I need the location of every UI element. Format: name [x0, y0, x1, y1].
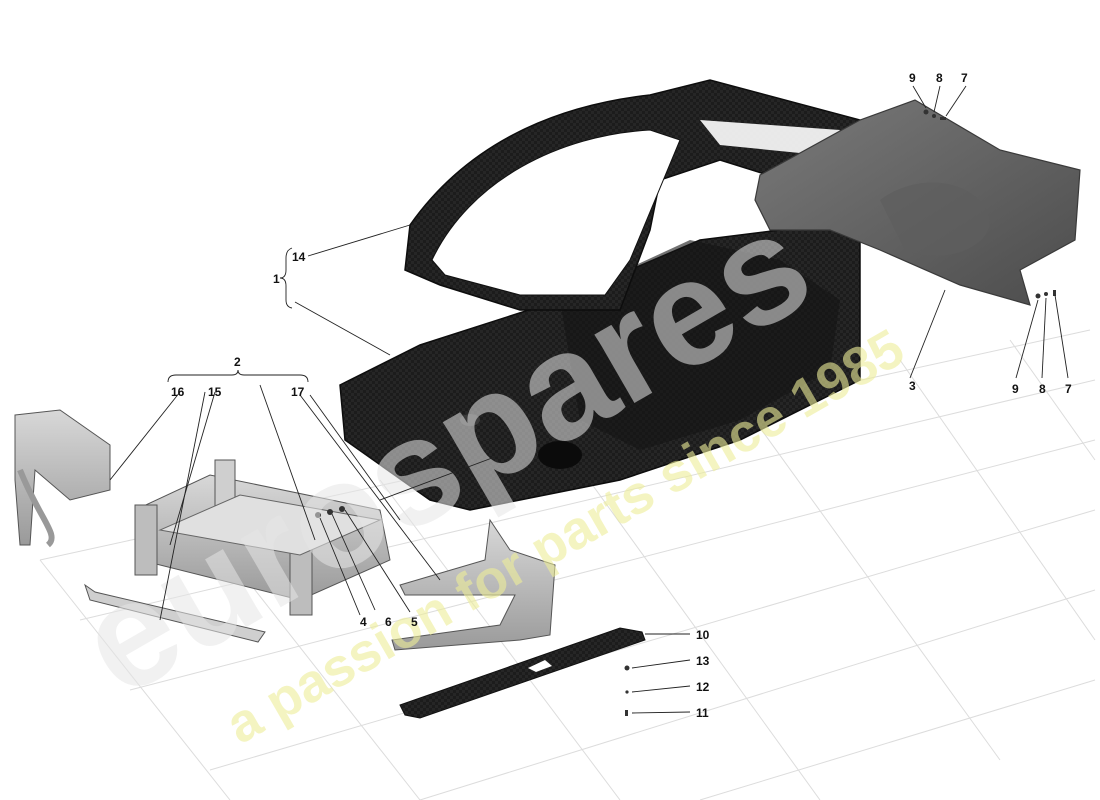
callout-labels: 1 2 3 4 5 6 7 7 8 8 9 9 10 11 12 13 14 1…: [171, 71, 1072, 720]
underfloor-panel: [399, 627, 646, 719]
callout-9-top: 9: [909, 71, 916, 85]
callout-13: 13: [696, 654, 710, 668]
callout-6: 6: [385, 615, 392, 629]
callout-5: 5: [411, 615, 418, 629]
callout-8-bottom: 8: [1039, 382, 1046, 396]
rear-bracket-assembly: [391, 518, 556, 651]
fasteners: [315, 109, 1056, 716]
callout-11: 11: [696, 706, 709, 720]
callout-4: 4: [360, 615, 367, 629]
callout-2: 2: [234, 355, 241, 369]
rear-shell: [754, 99, 1081, 306]
callout-12: 12: [696, 680, 710, 694]
callout-10: 10: [696, 628, 710, 642]
callout-14: 14: [292, 250, 306, 264]
callout-1: 1: [273, 272, 280, 286]
callout-16: 16: [171, 385, 185, 399]
callout-7-top: 7: [961, 71, 968, 85]
callout-8-top: 8: [936, 71, 943, 85]
monocoque-tub: [339, 219, 861, 511]
leader-lines: [109, 85, 1069, 714]
windscreen-frame: [404, 79, 862, 311]
front-subframe: [134, 459, 391, 616]
callout-15: 15: [208, 385, 222, 399]
callout-9-bottom: 9: [1012, 382, 1019, 396]
callout-17: 17: [291, 385, 305, 399]
front-crossmember: [84, 583, 266, 643]
callout-3: 3: [909, 379, 916, 393]
callout-7-bottom: 7: [1065, 382, 1072, 396]
front-crash-bracket: [14, 409, 111, 548]
